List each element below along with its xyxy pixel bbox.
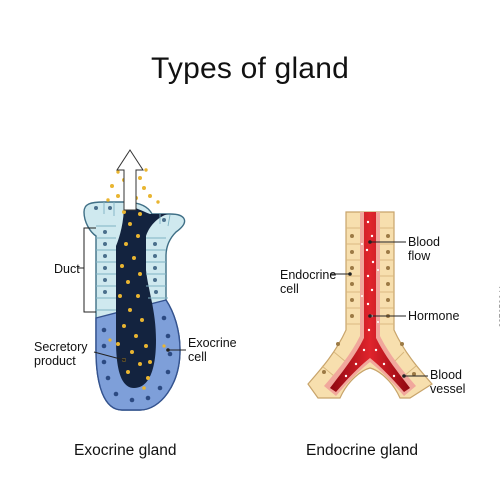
blood-flow-pointer (368, 240, 372, 244)
blood (330, 212, 410, 392)
secretory-product-label: Secretory product (34, 340, 88, 368)
duct-cell-nuclei (94, 206, 166, 294)
endocrine-cell-pointer (348, 272, 352, 276)
blood-vessel-pointer (402, 374, 406, 378)
hormone-label: Hormone (408, 309, 460, 323)
exocrine-lumen (116, 204, 168, 388)
duct-label: Duct (54, 262, 80, 276)
secretory-product-pointer (122, 358, 126, 362)
secretory-product-leader (93, 351, 125, 361)
hormone-pointer (368, 314, 372, 318)
endocrine-cell-label: Endocrine cell (280, 268, 337, 296)
exocrine-cell-pointer (166, 348, 170, 352)
duct-cell-lines (96, 202, 171, 311)
duct-bracket (83, 227, 96, 313)
exocrine-gland-illustration (78, 149, 186, 411)
exocrine-cell-label: Exocrine cell (188, 336, 237, 364)
blood-flow-label: Blood flow (408, 235, 440, 263)
exocrine-gland-caption: Exocrine gland (74, 442, 177, 459)
secretory-cell-nuclei (101, 315, 173, 403)
hormone-particles (344, 220, 396, 378)
endocrine-gland-illustration (307, 211, 433, 399)
diagram-title: Types of gland (151, 52, 349, 85)
blood-vessel-label: Blood vessel (430, 368, 466, 396)
endocrine-gland-caption: Endocrine gland (306, 442, 419, 459)
secretion-arrow (116, 149, 144, 211)
endocrine-cell-nuclei (322, 234, 416, 390)
